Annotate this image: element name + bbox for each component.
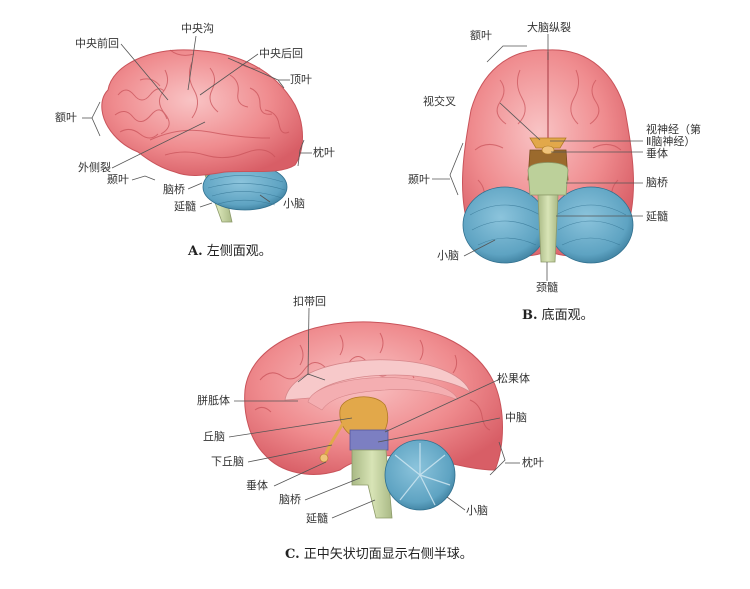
label-medulla-c: 延髓: [306, 512, 328, 525]
caption-b: B. 底面观。: [522, 304, 594, 323]
label-pituitary-b: 垂体: [646, 147, 668, 160]
midsagittal-brain: [244, 321, 503, 519]
label-occipital-lobe-a: 枕叶: [313, 146, 335, 159]
label-temporal-lobe-a: 颞叶: [107, 173, 129, 186]
label-cerebellum-b: 小脑: [437, 249, 459, 262]
label-midbrain: 中脑: [505, 411, 527, 424]
label-optic-chiasm: 视交叉: [423, 95, 456, 108]
caption-c-letter: C.: [285, 547, 300, 562]
label-cerebellum-a: 小脑: [283, 197, 305, 210]
label-pons-c: 脑桥: [279, 493, 301, 506]
label-frontal-lobe-a: 额叶: [55, 111, 77, 124]
label-spinal-cord: 颈髓: [536, 281, 558, 294]
label-temporal-lobe-b: 颞叶: [408, 173, 430, 186]
label-optic-nerve-line2: Ⅱ脑神经）: [646, 135, 696, 148]
label-corpus-callosum: 胼胝体: [197, 394, 230, 407]
label-cerebellum-c: 小脑: [466, 504, 488, 517]
caption-a-letter: A.: [188, 244, 203, 259]
label-pons-a: 脑桥: [163, 183, 185, 196]
caption-b-letter: B.: [522, 308, 538, 323]
label-longitudinal-fissure: 大脑纵裂: [527, 21, 571, 34]
label-hypothalamus: 下丘脑: [211, 455, 244, 468]
label-thalamus: 丘脑: [203, 430, 225, 443]
caption-a-text: 左侧面观。: [206, 244, 272, 259]
label-cingulate-gyrus: 扣带回: [293, 295, 326, 308]
label-precentral-gyrus: 中央前回: [75, 37, 119, 50]
label-pons-b: 脑桥: [646, 176, 668, 189]
label-occipital-lobe-c: 枕叶: [522, 456, 544, 469]
label-central-sulcus: 中央沟: [181, 22, 214, 35]
label-medulla-a: 延髓: [174, 200, 196, 213]
leader-lines: [82, 34, 643, 519]
label-pineal-body: 松果体: [497, 372, 530, 385]
label-lateral-sulcus: 外侧裂: [78, 161, 111, 174]
label-optic-nerve-line1: 视神经（第: [646, 123, 701, 136]
label-parietal-lobe: 顶叶: [290, 73, 312, 86]
caption-b-text: 底面观。: [541, 308, 594, 323]
inferior-view-brain: [461, 49, 635, 264]
label-postcentral-gyrus: 中央后回: [259, 47, 303, 60]
label-frontal-lobe-b: 额叶: [470, 29, 492, 42]
caption-a: A. 左侧面观。: [188, 240, 272, 259]
caption-c-text: 正中矢状切面显示右侧半球。: [303, 547, 473, 562]
caption-c: C. 正中矢状切面显示右侧半球。: [285, 543, 473, 562]
label-pituitary-c: 垂体: [246, 479, 268, 492]
label-medulla-b: 延髓: [646, 210, 668, 223]
lateral-view-brain: [101, 49, 303, 223]
